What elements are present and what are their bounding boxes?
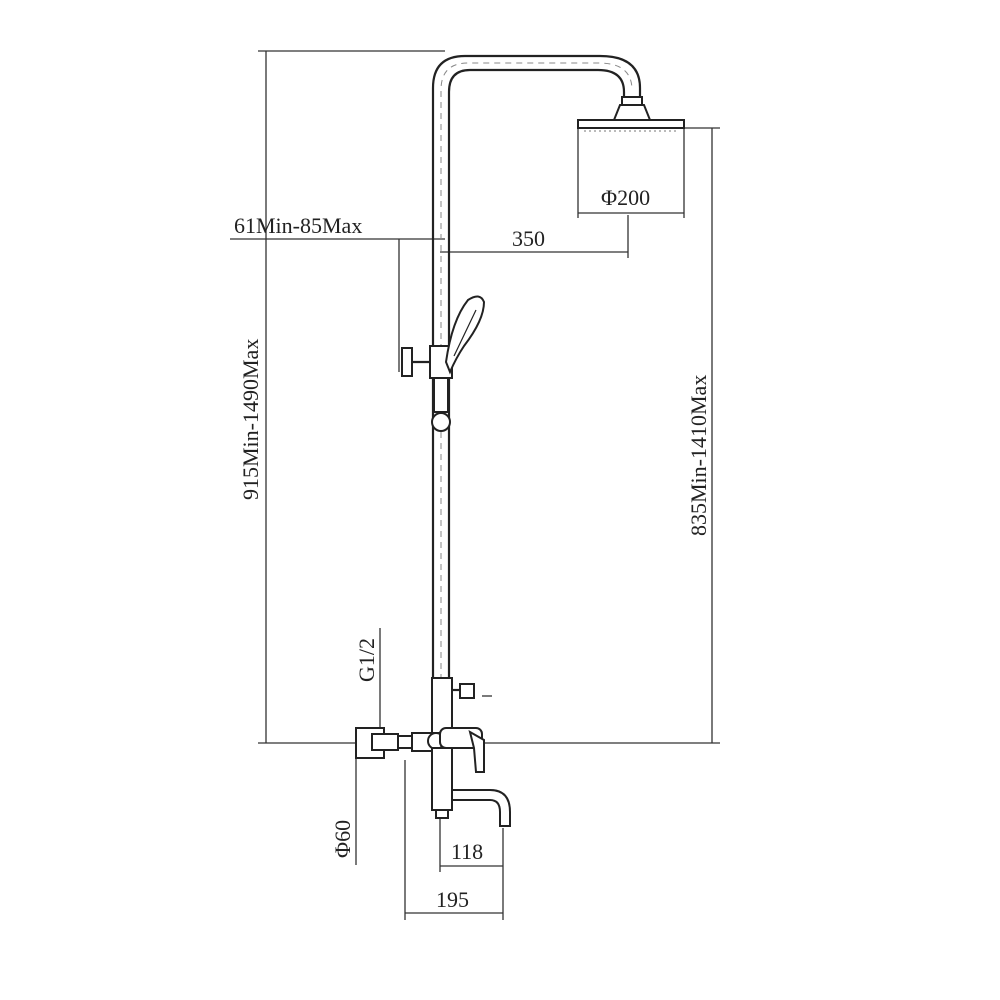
hand-shower-assembly [401,295,486,432]
mixer-lower-body [431,747,453,811]
wall-connector [371,733,399,751]
hose-connector [431,412,451,432]
mixer-assembly [355,677,511,827]
total-height-label: 915Min-1490Max [238,339,263,500]
mixer-outlet [435,809,449,819]
thread-label: G1/2 [354,638,379,682]
spout-length-label: 118 [451,839,483,864]
mixer-lever [468,729,485,773]
riser-outer-contour [431,54,642,680]
dimension-labels: Φ200 350 61Min-85Max 915Min-1490Max 835M… [234,185,711,912]
holder-knob [401,347,413,377]
dimension-lines [230,50,720,920]
holder-offset-label: 61Min-85Max [234,213,362,238]
shower-riser [431,54,642,680]
bath-spout [451,789,511,827]
arm-projection-label: 350 [512,226,545,251]
diverter-knob [459,683,475,699]
head-connector-nut [621,96,643,106]
head-height-label: 835Min-1410Max [686,375,711,536]
hand-shower-handle [433,377,449,413]
escutcheon-diameter-label: Φ60 [330,820,355,858]
rain-shower-head [577,96,685,132]
riser-center-line [440,62,633,680]
riser-inner-contour [447,68,626,680]
connector-nut [397,735,413,749]
spout-reach-label: 195 [436,887,469,912]
hand-shower-face [453,309,477,357]
head-diameter-label: Φ200 [601,185,650,210]
head-plate [577,119,685,129]
diverter-body [431,677,453,734]
head-ball-joint [612,104,652,121]
